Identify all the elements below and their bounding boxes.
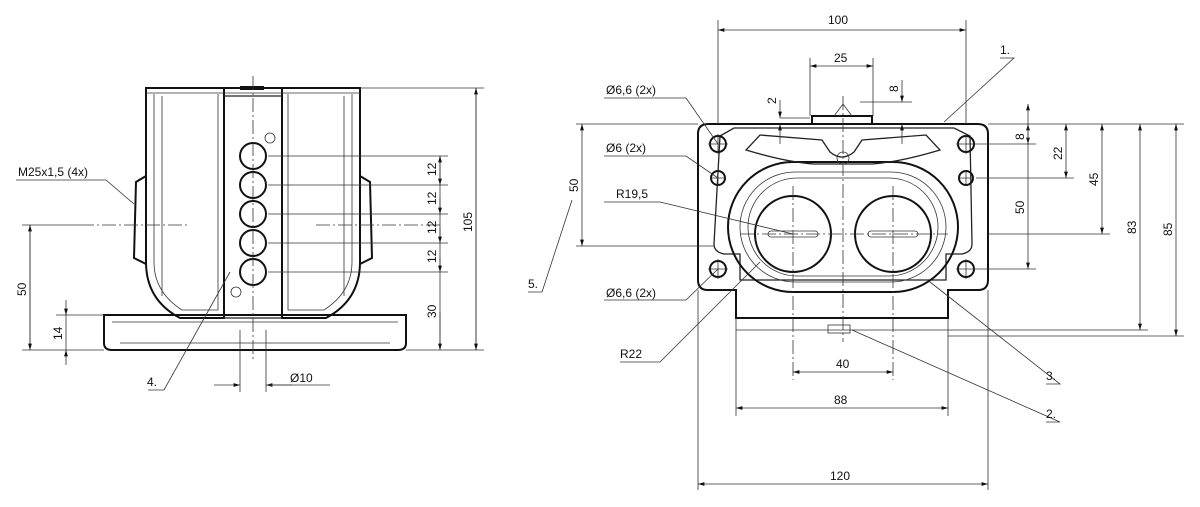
dim-dia10: Ø10 <box>290 371 313 385</box>
dim-30: 30 <box>425 304 439 318</box>
label-r195: R19,5 <box>616 187 648 201</box>
left-base-plate <box>103 314 407 351</box>
dim-12c: 12 <box>425 220 439 234</box>
dim-85: 85 <box>1161 222 1175 236</box>
dim-50-right: 50 <box>1013 200 1027 214</box>
label-hole-66-bottom: Ø6,6 (2x) <box>606 286 656 300</box>
left-thread-left <box>132 175 147 265</box>
dim-105: 105 <box>461 212 475 232</box>
dim-12a: 12 <box>425 162 439 176</box>
dim-120: 120 <box>830 469 850 483</box>
left-housing-right <box>281 87 361 319</box>
dim-83: 83 <box>1125 220 1139 234</box>
dim-8-right: 8 <box>1013 133 1027 140</box>
callout-2: 2. <box>1046 407 1056 421</box>
dim-45: 45 <box>1087 172 1101 186</box>
thread-label: M25x1,5 (4x) <box>18 165 88 179</box>
callout-1: 1. <box>1000 43 1010 57</box>
callout-4: 4. <box>147 375 157 389</box>
dim-12b: 12 <box>425 191 439 205</box>
dim-25: 25 <box>834 51 848 65</box>
callout-3: 3. <box>1046 369 1056 383</box>
left-housing-left <box>145 87 225 319</box>
callout-5: 5. <box>528 277 538 291</box>
dim-50-left: 50 <box>567 178 581 192</box>
left-view: Ø10 12 12 12 12 30 105 50 <box>15 76 484 392</box>
dim-40: 40 <box>836 357 850 371</box>
dim-2: 2 <box>765 97 779 104</box>
dim-88: 88 <box>834 393 848 407</box>
label-hole-66-top: Ø6,6 (2x) <box>606 83 656 97</box>
label-hole-6: Ø6 (2x) <box>606 141 646 155</box>
dim-12d: 12 <box>425 249 439 263</box>
right-mount-holes <box>708 134 976 279</box>
label-r22: R22 <box>620 347 642 361</box>
dim-22: 22 <box>1051 146 1065 160</box>
dim-50-left: 50 <box>15 282 29 296</box>
right-view: 100 25 8 2 8 22 45 50 83 85 50 40 88 120… <box>528 13 1184 490</box>
dim-100: 100 <box>828 13 848 27</box>
dim-8-top: 8 <box>887 85 901 92</box>
left-thread-right <box>359 175 374 265</box>
dim-14: 14 <box>51 326 65 340</box>
left-circle-stack <box>230 132 276 298</box>
